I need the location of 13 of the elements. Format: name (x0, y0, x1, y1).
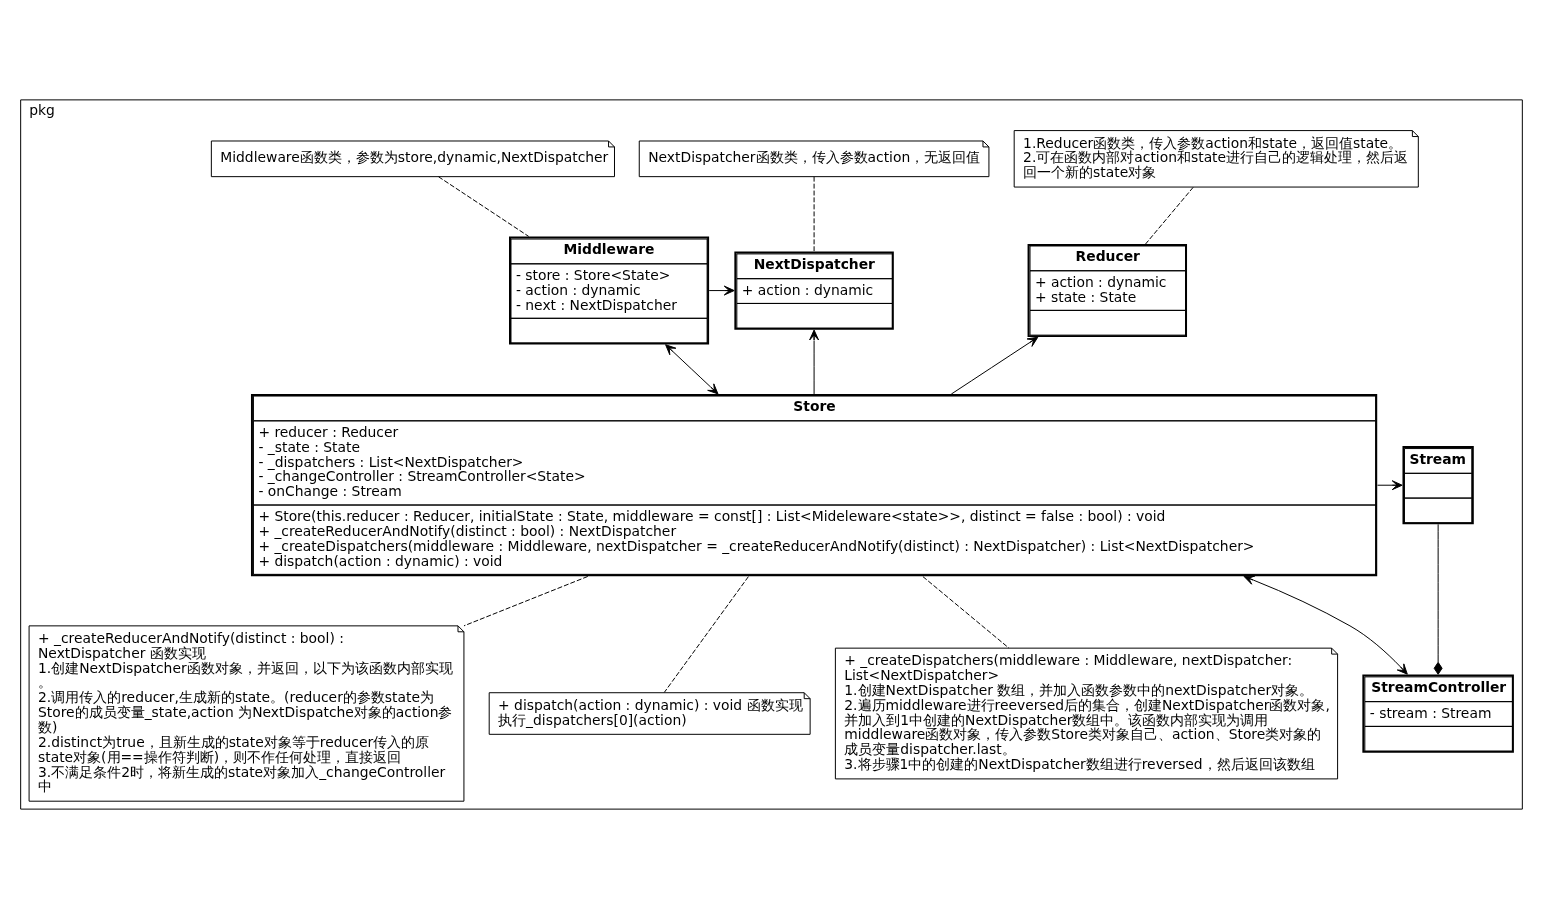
connector (1145, 186, 1194, 245)
arrow (708, 285, 735, 296)
connector (1433, 523, 1443, 675)
connector (463, 575, 589, 627)
connector (663, 576, 749, 693)
connector (438, 176, 530, 237)
arrow (665, 344, 719, 395)
connector (813, 176, 815, 252)
arrow (1377, 480, 1403, 491)
connector (922, 576, 1010, 649)
arrow (950, 336, 1039, 395)
arrow (1243, 575, 1408, 675)
arrow (809, 329, 820, 395)
